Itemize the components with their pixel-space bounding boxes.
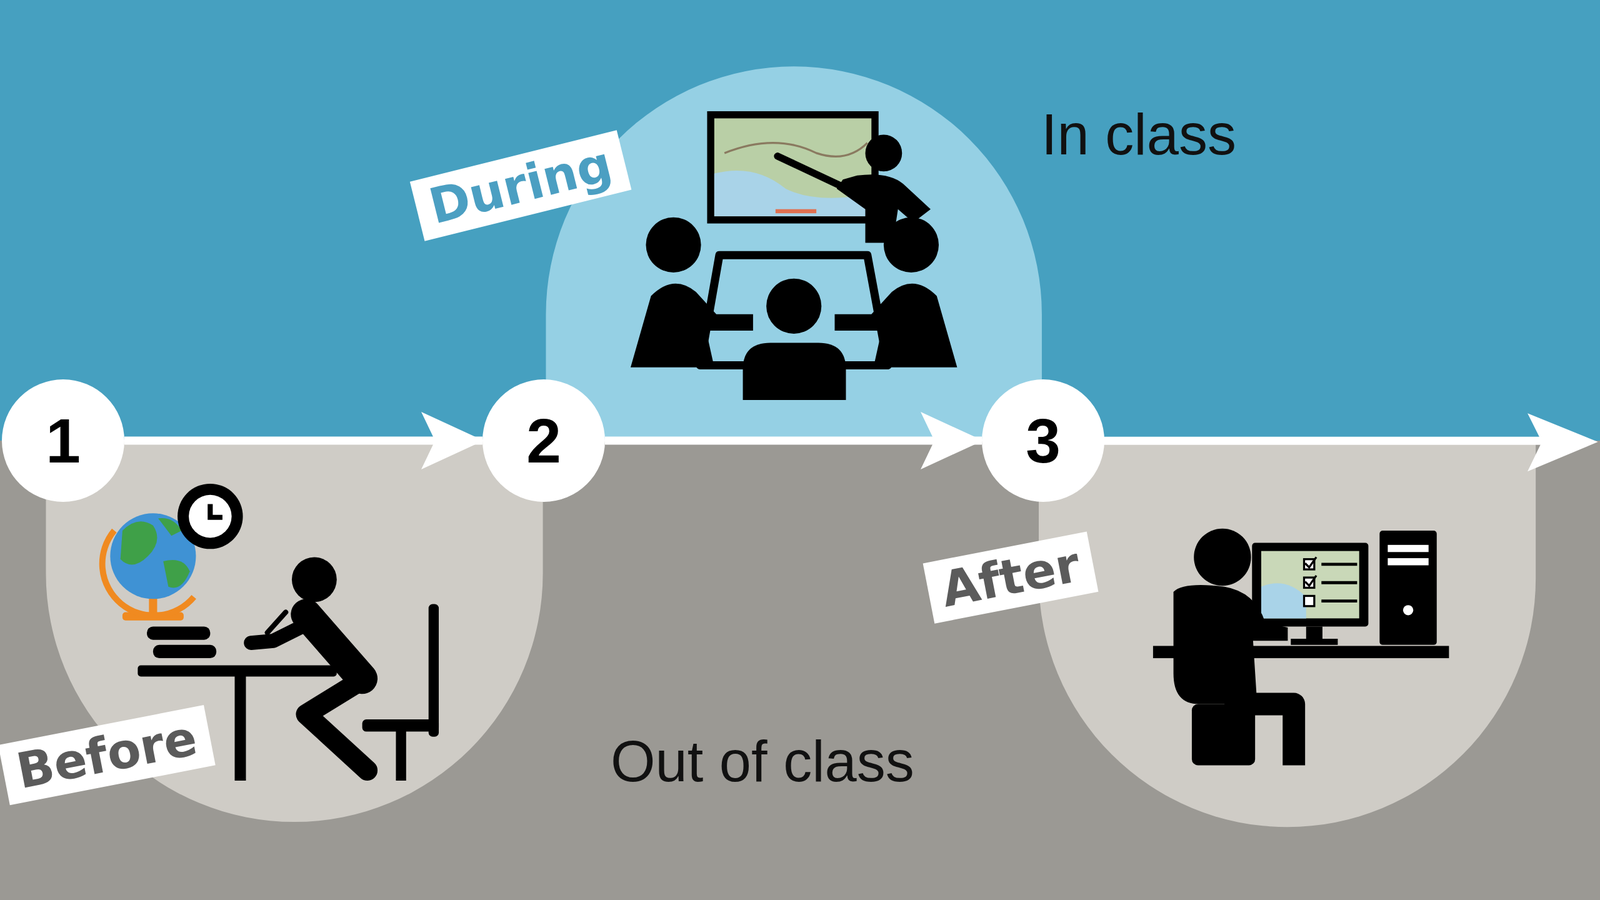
area-label: Out of class	[610, 730, 915, 794]
after-bowl	[1038, 440, 1536, 827]
step-circle: 1	[1, 379, 125, 502]
timeline-arrow	[124, 436, 483, 445]
timeline	[1091, 436, 1562, 445]
after-region: After	[1041, 438, 1536, 827]
timeline-arrow	[605, 436, 982, 445]
step-number: 1	[45, 409, 81, 472]
classroom-icon	[630, 111, 957, 400]
during-dome	[545, 66, 1042, 441]
step-number: 2	[526, 409, 562, 472]
step-circle: 2	[482, 379, 605, 502]
before-region: Before	[45, 438, 544, 822]
step-circle: 3	[981, 379, 1105, 502]
timeline-arrowhead	[1527, 413, 1599, 472]
during-region: During	[545, 66, 1042, 439]
area-label: In class	[1041, 103, 1237, 167]
out-of-class-ground	[0, 440, 1600, 900]
in-class-ground	[0, 0, 1600, 441]
computer-icon	[1153, 528, 1449, 766]
step-number: 3	[1025, 409, 1061, 472]
